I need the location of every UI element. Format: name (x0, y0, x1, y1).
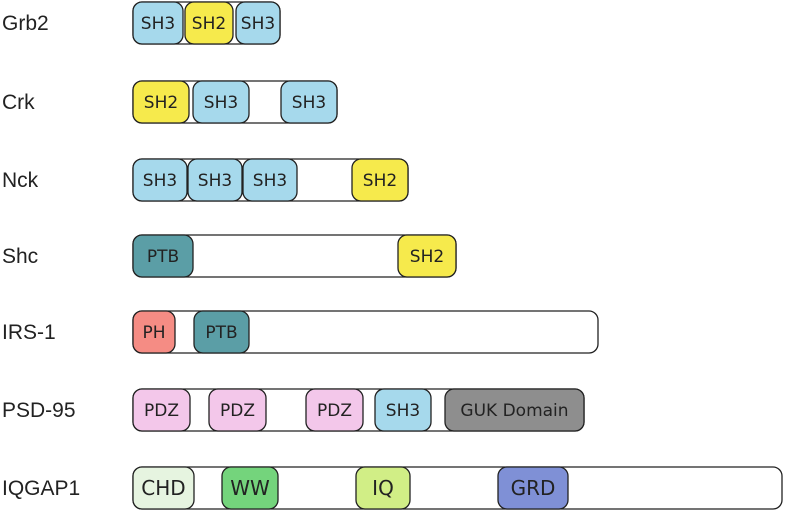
domain-ptb: PTB (132, 234, 194, 278)
domain-label: SH2 (363, 171, 397, 191)
protein-name: Grb2 (2, 12, 49, 35)
domain-sh3: SH3 (242, 158, 298, 202)
domain-sh3: SH3 (187, 158, 243, 202)
domain-box (187, 158, 243, 202)
domain-label: GUK Domain (460, 401, 568, 421)
domain-box (221, 466, 279, 510)
domain-pdz: PDZ (132, 388, 191, 432)
domain-box (235, 1, 281, 45)
domain-chd: CHD (132, 466, 195, 510)
domain-box (242, 158, 298, 202)
domain-iq: IQ (355, 466, 411, 510)
domain-label: SH3 (198, 171, 232, 191)
domain-ph: PH (132, 310, 176, 354)
domain-box (132, 1, 184, 45)
domain-label: SH3 (386, 401, 420, 421)
domain-label: SH2 (410, 247, 444, 267)
domain-label: WW (230, 476, 270, 500)
protein-row-iqgap1: IQGAP1 CHD WW IQ GRD (2, 466, 783, 510)
domain-ptb: PTB (193, 310, 250, 354)
domain-label: SH3 (241, 14, 275, 34)
domain-box (374, 388, 432, 432)
protein-name: Crk (2, 91, 35, 114)
protein-row-crk: Crk SH2 SH3 SH3 (2, 80, 338, 124)
domain-sh3: SH3 (132, 1, 184, 45)
domain-sh2: SH2 (132, 80, 190, 124)
domain-box (351, 158, 409, 202)
protein-row-psd-95: PSD-95 PDZ PDZ PDZ SH3 GUK Domain (2, 388, 585, 432)
domain-box (193, 310, 250, 354)
domain-label: SH3 (292, 93, 326, 113)
domain-sh2: SH2 (397, 234, 457, 278)
domain-label: PTB (205, 323, 237, 343)
domain-guk-domain: GUK Domain (444, 388, 585, 432)
domain-box (280, 80, 338, 124)
domain-box (497, 466, 569, 510)
domain-box (132, 80, 190, 124)
domain-sh2: SH2 (351, 158, 409, 202)
domain-label: PDZ (144, 401, 179, 421)
protein-name: PSD-95 (2, 399, 76, 422)
domain-sh3: SH3 (192, 80, 250, 124)
domain-label: PH (142, 323, 165, 343)
domain-box (305, 388, 364, 432)
domain-pdz: PDZ (305, 388, 364, 432)
domain-sh3: SH3 (235, 1, 281, 45)
domain-label: SH3 (141, 14, 175, 34)
domain-label: SH2 (192, 14, 226, 34)
protein-row-nck: Nck SH3 SH3 SH3 SH2 (2, 158, 409, 202)
domain-sh3: SH3 (280, 80, 338, 124)
domain-label: IQ (372, 476, 394, 500)
domain-label: SH3 (253, 171, 287, 191)
domain-box (132, 310, 176, 354)
domain-box (355, 466, 411, 510)
protein-row-grb2: Grb2 SH3 SH2 SH3 (2, 1, 281, 45)
protein-row-irs-1: IRS-1 PH PTB (2, 310, 599, 354)
protein-name: IQGAP1 (2, 477, 80, 500)
protein-row-shc: Shc PTB SH2 (2, 234, 457, 278)
protein-name: IRS-1 (2, 321, 56, 344)
domain-sh3: SH3 (132, 158, 188, 202)
domain-box (132, 466, 195, 510)
domain-box (184, 1, 234, 45)
domain-label: PDZ (317, 401, 352, 421)
domain-label: GRD (511, 476, 556, 500)
domain-label: PTB (147, 247, 179, 267)
domain-box (444, 388, 585, 432)
domain-ww: WW (221, 466, 279, 510)
domain-box (132, 388, 191, 432)
domain-sh3: SH3 (374, 388, 432, 432)
domain-label: PDZ (220, 401, 255, 421)
domain-label: SH2 (144, 93, 178, 113)
domain-box (192, 80, 250, 124)
protein-name: Shc (2, 245, 38, 268)
domain-box (397, 234, 457, 278)
domain-box (132, 234, 194, 278)
domain-label: CHD (141, 476, 185, 500)
domain-label: SH3 (143, 171, 177, 191)
domain-grd: GRD (497, 466, 569, 510)
domain-box (132, 158, 188, 202)
domain-label: SH3 (204, 93, 238, 113)
domain-sh2: SH2 (184, 1, 234, 45)
domain-pdz: PDZ (208, 388, 267, 432)
domain-box (208, 388, 267, 432)
protein-name: Nck (2, 169, 39, 192)
